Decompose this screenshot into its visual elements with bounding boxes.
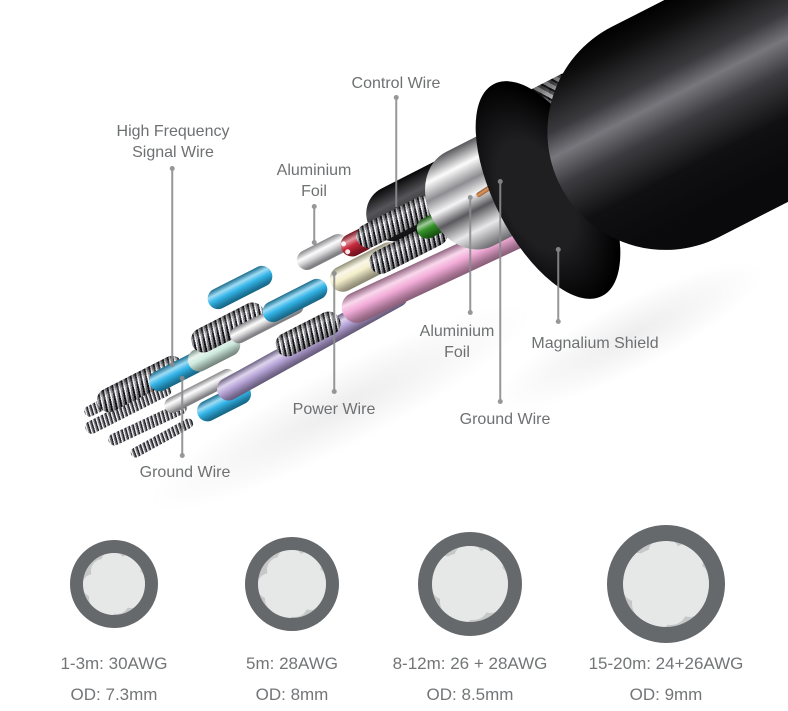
label-high-frequency-signal-wire: High Frequency Signal Wire [117, 121, 230, 163]
label-power-wire: Power Wire [293, 399, 376, 420]
spec-od-label: OD: 7.3mm [70, 685, 158, 704]
spec-awg-label: 1-3m: 30AWG [60, 654, 168, 673]
label-text: Power Wire [292, 401, 376, 418]
label-text: Magnalium Shield [531, 335, 659, 352]
spec-awg-label: 15-20m: 24+26AWG [588, 654, 744, 673]
copper-strand-dot [270, 594, 297, 618]
copper-strand-dot [83, 573, 106, 598]
label-text: Aluminium [419, 323, 495, 340]
spec-od-label: OD: 8mm [255, 685, 329, 704]
leader-magnalium-shield [555, 247, 561, 324]
copper-strand-dot [302, 575, 326, 601]
copper-strand-dot [670, 544, 703, 577]
spec-awg-label: 8-12m: 26 + 28AWG [392, 654, 548, 673]
leader-high-frequency-wire [169, 166, 175, 367]
cross-section-icon [70, 540, 158, 628]
label-control-wire: Control Wire [352, 73, 441, 94]
copper-strand-dot [660, 576, 694, 609]
leader-aluminium-foil-right [467, 195, 473, 315]
label-ground-wire-left: Ground Wire [140, 462, 231, 483]
spec-card-5m: 5m: 28AWG OD: 8mm [197, 520, 387, 711]
label-text: Foil [444, 344, 470, 361]
label-ground-wire-right: Ground Wire [460, 409, 551, 430]
copper-strand-dot [123, 575, 145, 600]
spec-awg-label: 5m: 28AWG [246, 654, 338, 673]
copper-strand-dot [482, 574, 508, 603]
copper-strand-dot [623, 552, 654, 586]
label-text: Ground Wire [459, 411, 551, 428]
spec-od-label: OD: 9mm [629, 685, 703, 704]
wire-core-dot [344, 247, 352, 255]
label-text: Aluminium [276, 162, 352, 179]
label-text: Control Wire [351, 75, 441, 92]
label-text: Foil [301, 183, 327, 200]
copper-strand-dot [295, 552, 322, 579]
leader-aluminium-foil-left [311, 204, 317, 245]
copper-strand-dot [117, 555, 141, 579]
label-aluminium-foil-right: Aluminium Foil [420, 321, 495, 363]
spec-card-8-12m: 8-12m: 26 + 28AWG OD: 8.5mm [375, 520, 565, 711]
spec-card-1-3m: 1-3m: 30AWG OD: 7.3mm [19, 520, 209, 711]
leader-control-wire [393, 95, 399, 207]
cross-section-icon [245, 537, 339, 631]
copper-strand-dot [446, 595, 475, 622]
label-text: Signal Wire [132, 144, 214, 161]
cross-section-icon [607, 525, 725, 643]
label-magnalium-shield: Magnalium Shield [531, 333, 658, 354]
wire-core-dot [340, 239, 347, 247]
copper-strand-dot [473, 548, 503, 578]
label-text: High Frequency [116, 123, 230, 140]
cross-section-icon [418, 532, 522, 636]
spec-od-label: OD: 8.5mm [426, 685, 514, 704]
copper-strand-dot [432, 556, 460, 586]
leader-power-wire [331, 271, 337, 394]
leader-ground-wire-left [179, 376, 185, 458]
leader-ground-wire-right [497, 179, 503, 404]
label-text: Ground Wire [139, 464, 231, 481]
copper-strand-dot [94, 593, 119, 615]
spec-card-15-20m: 15-20m: 24+26AWG OD: 9mm [571, 520, 761, 711]
label-aluminium-foil-left: Aluminium Foil [277, 160, 352, 202]
